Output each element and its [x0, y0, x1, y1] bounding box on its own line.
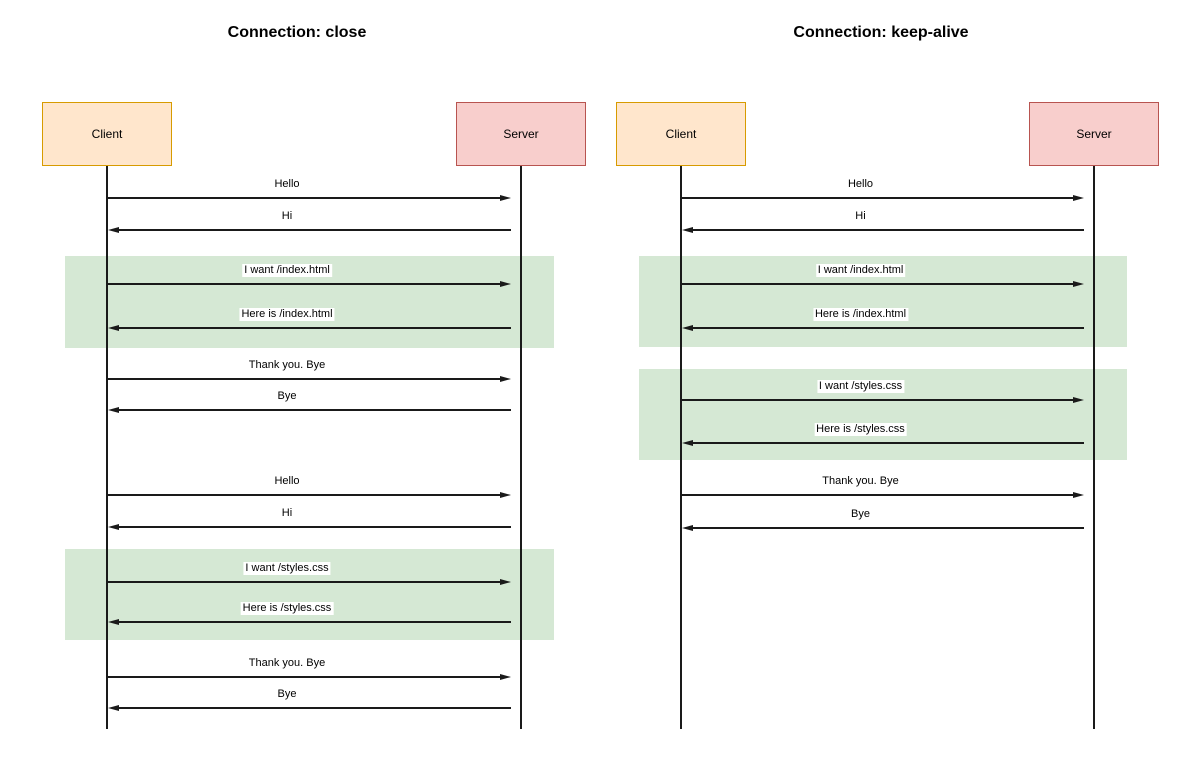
arrowhead-right-icon [500, 673, 511, 680]
arrowhead-left-icon [682, 226, 693, 233]
message-label: I want /styles.css [243, 562, 331, 575]
arrowhead-right-icon [1073, 491, 1084, 498]
message-arrow [118, 621, 511, 623]
message-arrow [118, 409, 511, 411]
diagram-title: Connection: close [227, 24, 367, 41]
arrowhead-left-icon [682, 324, 693, 331]
message-arrow [107, 378, 501, 380]
message-arrow [681, 399, 1074, 401]
message-label: Here is /index.html [812, 308, 909, 321]
actor-label: Client [91, 127, 123, 141]
arrowhead-right-icon [500, 375, 511, 382]
arrowhead-left-icon [108, 618, 119, 625]
lifeline-server [520, 166, 522, 729]
message-label: Thank you. Bye [820, 475, 901, 488]
arrowhead-left-icon [108, 226, 119, 233]
message-arrow [681, 283, 1074, 285]
message-arrow [118, 526, 511, 528]
message-arrow [107, 197, 501, 199]
arrowhead-right-icon [1073, 396, 1084, 403]
message-arrow [107, 494, 501, 496]
message-label: Hello [845, 178, 876, 191]
arrowhead-left-icon [108, 704, 119, 711]
arrowhead-left-icon [108, 523, 119, 530]
arrowhead-right-icon [1073, 280, 1084, 287]
arrowhead-left-icon [682, 524, 693, 531]
actor-box-server: Server [456, 102, 586, 166]
message-arrow [118, 229, 511, 231]
message-arrow [681, 494, 1074, 496]
arrowhead-right-icon [500, 280, 511, 287]
message-arrow [107, 283, 501, 285]
message-label: Hi [279, 210, 295, 223]
message-label: Here is /styles.css [814, 423, 907, 436]
arrowhead-left-icon [682, 439, 693, 446]
message-label: Hi [853, 210, 868, 223]
lifeline-client [680, 166, 682, 729]
message-label: Bye [275, 688, 299, 701]
message-arrow [107, 676, 501, 678]
message-arrow [118, 707, 511, 709]
diagram-title: Connection: keep-alive [793, 24, 969, 41]
arrowhead-right-icon [500, 578, 511, 585]
message-label: Hello [272, 475, 302, 488]
arrowhead-left-icon [108, 406, 119, 413]
message-label: I want /styles.css [816, 380, 905, 393]
message-label: Bye [849, 508, 872, 521]
message-label: Bye [275, 390, 299, 403]
message-arrow [692, 527, 1084, 529]
actor-box-server: Server [1029, 102, 1159, 166]
message-label: Here is /index.html [239, 308, 335, 321]
message-arrow [692, 327, 1084, 329]
message-label: Thank you. Bye [246, 359, 328, 372]
arrowhead-right-icon [500, 194, 511, 201]
message-label: I want /index.html [242, 264, 332, 277]
actor-label: Client [665, 127, 697, 141]
lifeline-server [1093, 166, 1095, 729]
message-label: I want /index.html [815, 264, 906, 277]
lifeline-client [106, 166, 108, 729]
message-label: Hi [279, 507, 295, 520]
message-arrow [692, 442, 1084, 444]
message-arrow [681, 197, 1074, 199]
message-label: Hello [272, 178, 302, 191]
arrowhead-right-icon [1073, 194, 1084, 201]
actor-box-client: Client [616, 102, 746, 166]
actor-label: Server [503, 127, 539, 141]
message-label: Thank you. Bye [246, 657, 328, 670]
arrowhead-right-icon [500, 491, 511, 498]
actor-box-client: Client [42, 102, 172, 166]
message-label: Here is /styles.css [240, 602, 334, 615]
actor-label: Server [1076, 127, 1112, 141]
message-arrow [118, 327, 511, 329]
message-arrow [692, 229, 1084, 231]
arrowhead-left-icon [108, 324, 119, 331]
message-arrow [107, 581, 501, 583]
